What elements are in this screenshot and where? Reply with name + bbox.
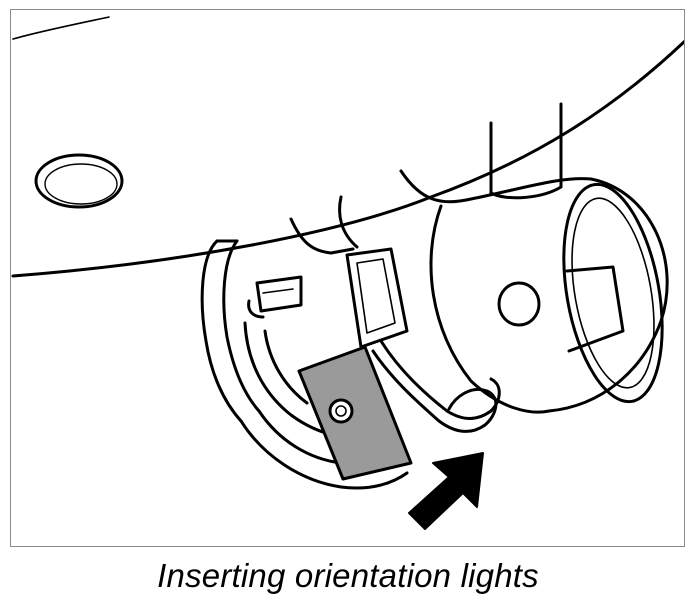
- housing-underside-curve: [11, 39, 684, 278]
- illustration-frame: [10, 9, 685, 547]
- housing-oval-recess: [34, 153, 124, 209]
- housing-oval-recess-inner: [44, 163, 118, 205]
- figure-caption: Inserting orientation lights: [157, 557, 539, 594]
- lamp-mounting-hole: [497, 281, 541, 327]
- housing-top-arc: [12, 16, 110, 40]
- mounting-post: [489, 102, 563, 200]
- orientation-light-illustration: [11, 16, 684, 530]
- lamp-slot: [565, 265, 625, 353]
- orientation-light-icon: [297, 345, 413, 481]
- insertion-arrow-icon: [408, 452, 484, 530]
- orientation-light-plate: [297, 345, 413, 481]
- lamp-body: [399, 169, 669, 414]
- spring-clip: [345, 247, 501, 433]
